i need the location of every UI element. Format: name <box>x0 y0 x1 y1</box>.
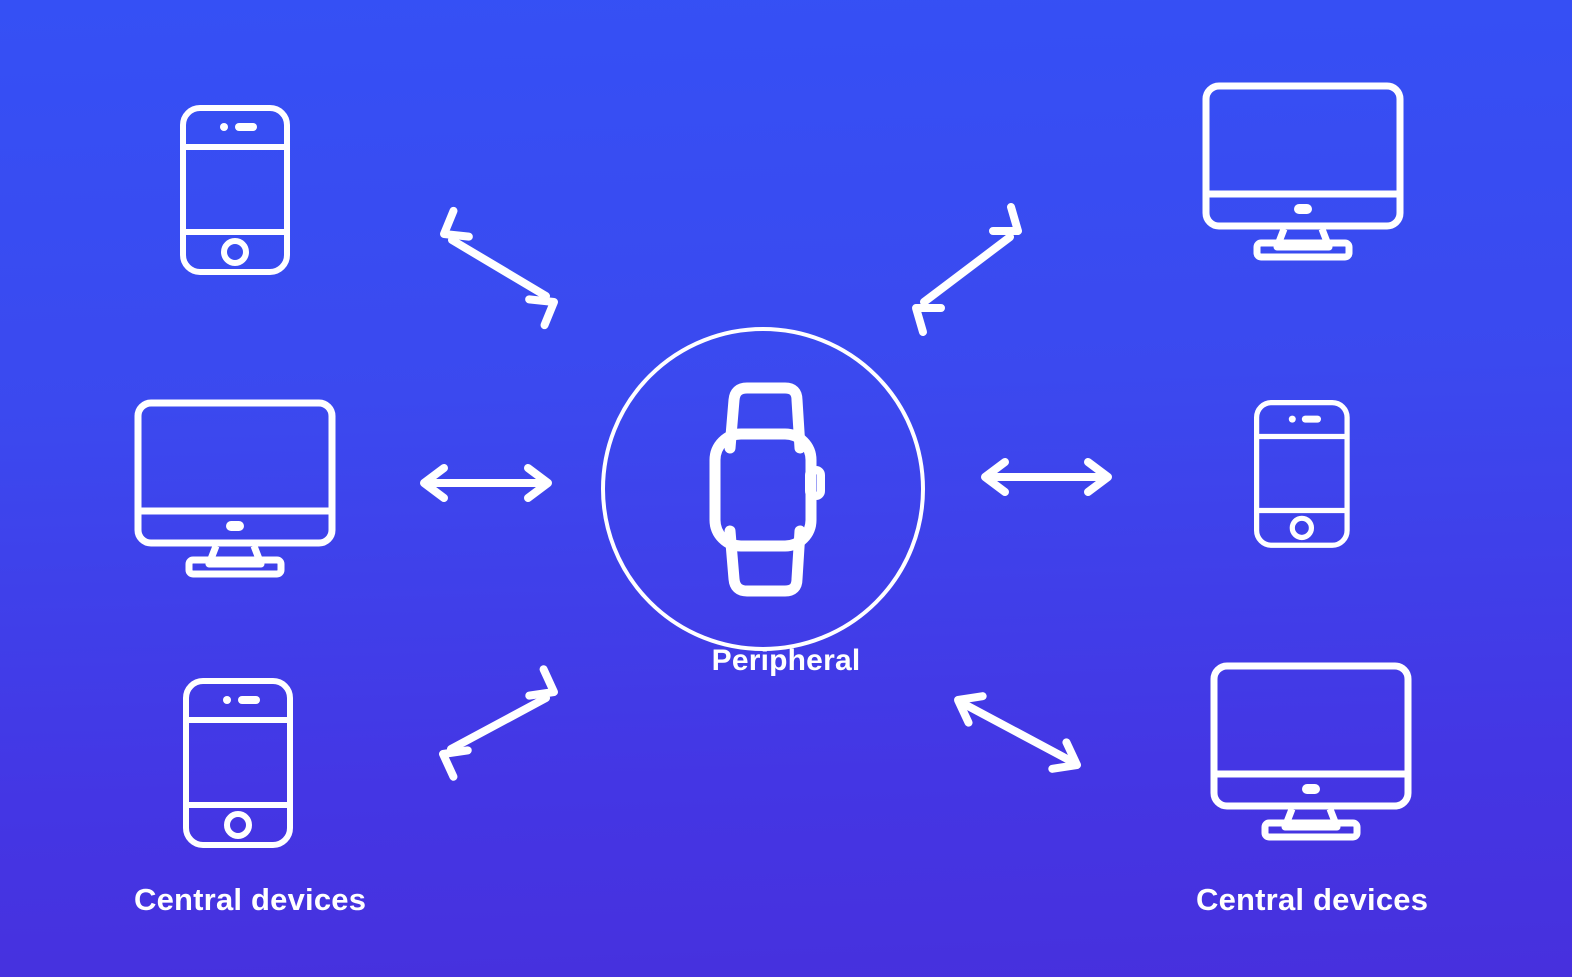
peripheral-circle <box>601 327 925 651</box>
connector-mid-left <box>424 468 548 498</box>
central-devices-left-label: Central devices <box>134 882 367 917</box>
desktop-monitor-icon <box>138 403 332 574</box>
desktop-monitor-icon <box>1214 666 1408 837</box>
central-devices-right-label: Central devices <box>1196 882 1429 917</box>
smartwatch-icon <box>715 388 821 591</box>
smartphone-icon <box>1257 403 1347 546</box>
node-top-right[interactable] <box>1206 86 1400 257</box>
peripheral-node[interactable] <box>601 327 925 651</box>
smartphone-icon <box>186 681 290 845</box>
node-top-left[interactable] <box>183 108 287 272</box>
connector-top-left <box>436 211 561 325</box>
node-mid-right[interactable] <box>1257 403 1347 546</box>
smartphone-icon <box>183 108 287 272</box>
node-bottom-right[interactable] <box>1214 666 1408 837</box>
peripheral-label: Peripheral <box>711 644 861 677</box>
node-bottom-left[interactable] <box>186 681 290 845</box>
connector-mid-right <box>985 462 1108 492</box>
connector-bottom-right <box>951 687 1084 778</box>
node-mid-left[interactable] <box>138 403 332 574</box>
desktop-monitor-icon <box>1206 86 1400 257</box>
connector-bottom-left <box>436 669 561 776</box>
connector-top-right <box>907 207 1027 332</box>
